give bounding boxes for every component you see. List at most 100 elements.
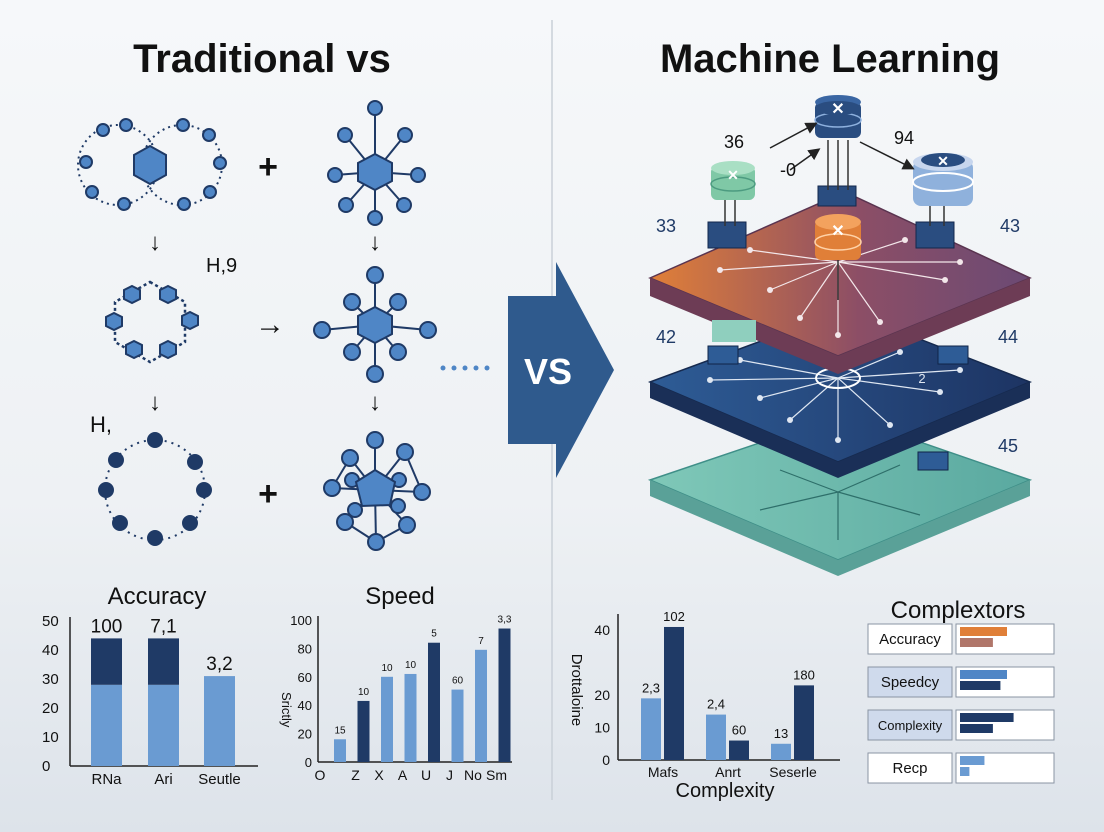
data-label: 7,1 xyxy=(150,616,176,637)
legend-bar xyxy=(960,670,1007,679)
data-label: 100 xyxy=(91,616,123,637)
x-tick-label: J xyxy=(446,767,453,783)
bar xyxy=(664,626,684,760)
x-tick-label: No xyxy=(464,767,482,783)
y-tick-label: 60 xyxy=(298,670,312,685)
label-h9: H,9 xyxy=(206,255,237,277)
data-label: 10 xyxy=(381,663,393,674)
bar xyxy=(451,689,464,762)
x-tick-label: Ari xyxy=(154,771,172,788)
svg-text:✕: ✕ xyxy=(831,101,844,118)
x-tick-label: Anrt xyxy=(715,764,741,780)
data-label: 15 xyxy=(334,725,346,736)
arrow-down-3: ↓ xyxy=(149,389,161,416)
speed-chart: Speed020406080100Srictly15O10Z10X10A5U60… xyxy=(279,583,512,783)
data-label: 60 xyxy=(452,676,464,687)
x-tick-label: X xyxy=(374,767,384,783)
y-tick-label: 50 xyxy=(42,613,59,630)
vs-label: VS xyxy=(524,351,572,392)
data-label: 13 xyxy=(774,726,788,741)
y-tick-label: 20 xyxy=(594,687,610,703)
x-tick-label: Seserle xyxy=(769,764,817,780)
data-label: 3,3 xyxy=(498,615,512,626)
molecule-star-1 xyxy=(327,100,426,226)
bar xyxy=(404,673,417,762)
svg-text:✕: ✕ xyxy=(831,223,844,240)
arrow-down-4: ↓ xyxy=(369,389,381,416)
molecule-cluster xyxy=(323,431,431,551)
x-axis-label: Complexity xyxy=(676,780,775,802)
y-tick-label: 100 xyxy=(290,613,312,628)
database-right-icon: ✕ xyxy=(912,153,974,226)
x-tick-label: U xyxy=(421,767,431,783)
bar xyxy=(204,676,235,766)
x-tick-label: O xyxy=(315,767,326,783)
ml-label-45: 45 xyxy=(998,436,1018,456)
bar xyxy=(641,698,661,760)
database-left-icon: ✕ xyxy=(710,161,756,226)
ml-label-94: 94 xyxy=(894,128,914,148)
ml-label-44: 44 xyxy=(998,327,1018,347)
arrow-right: → xyxy=(255,308,285,341)
bar xyxy=(148,684,179,766)
data-label: 102 xyxy=(663,609,685,624)
legend-bar xyxy=(960,767,970,776)
legend-item-label: Recp xyxy=(892,760,927,777)
data-label: 7 xyxy=(478,636,484,647)
x-tick-label: Mafs xyxy=(648,764,678,780)
ml-label-43: 43 xyxy=(1000,216,1020,236)
y-tick-label: 30 xyxy=(42,671,59,688)
database-top-icon: ✕ xyxy=(814,95,862,190)
x-tick-label: Seutle xyxy=(198,771,241,788)
bar xyxy=(91,638,122,685)
y-tick-label: 0 xyxy=(42,758,50,775)
chart-title: Accuracy xyxy=(108,583,207,610)
ml-label-36: 36 xyxy=(724,132,744,152)
svg-text:✕: ✕ xyxy=(937,153,949,169)
data-label: 2,3 xyxy=(642,680,660,695)
data-label: 10 xyxy=(358,687,370,698)
right-title: Machine Learning xyxy=(660,37,1000,81)
ml-label-42: 42 xyxy=(656,327,676,347)
legend-item-label: Accuracy xyxy=(879,631,941,648)
bar xyxy=(498,628,511,762)
bar xyxy=(794,685,814,760)
data-label: 180 xyxy=(793,667,815,682)
legend-bar xyxy=(960,756,985,765)
bar xyxy=(428,642,440,762)
legend-item-box xyxy=(867,623,953,655)
plus-sign-2: + xyxy=(258,475,278,513)
molecule-dot-ring xyxy=(98,432,212,546)
molecule-star-2 xyxy=(313,266,437,383)
bar xyxy=(729,740,749,760)
data-label: 60 xyxy=(732,723,746,738)
legend-item-box xyxy=(867,752,953,784)
data-label: 10 xyxy=(405,660,417,671)
ml-layer-middle xyxy=(647,309,1033,478)
y-tick-label: 40 xyxy=(42,642,59,659)
dotted-connector xyxy=(440,365,490,371)
legend-bar xyxy=(960,638,993,647)
bar xyxy=(91,684,122,766)
y-axis-label: Srictly xyxy=(279,692,294,728)
bar xyxy=(381,676,393,762)
data-label: 2,4 xyxy=(707,697,725,712)
bar xyxy=(357,700,370,762)
ml-label-2: 2 xyxy=(918,371,925,386)
y-axis-label: Drottaloine xyxy=(568,654,585,727)
database-center-icon: ✕ xyxy=(814,214,862,300)
ml-label-33: 33 xyxy=(656,216,676,236)
bar xyxy=(334,739,346,762)
molecule-hex-ring xyxy=(105,280,199,364)
pointer-arrows xyxy=(769,122,915,171)
y-tick-label: 10 xyxy=(594,720,610,736)
molecule-ring-pair xyxy=(77,118,227,211)
x-tick-label: Sm xyxy=(486,767,507,783)
complexity-chart: 0102040DrottaloineComplexity2,3102Mafs2,… xyxy=(568,609,840,802)
plus-sign: + xyxy=(258,148,278,186)
y-tick-label: 40 xyxy=(594,622,610,638)
